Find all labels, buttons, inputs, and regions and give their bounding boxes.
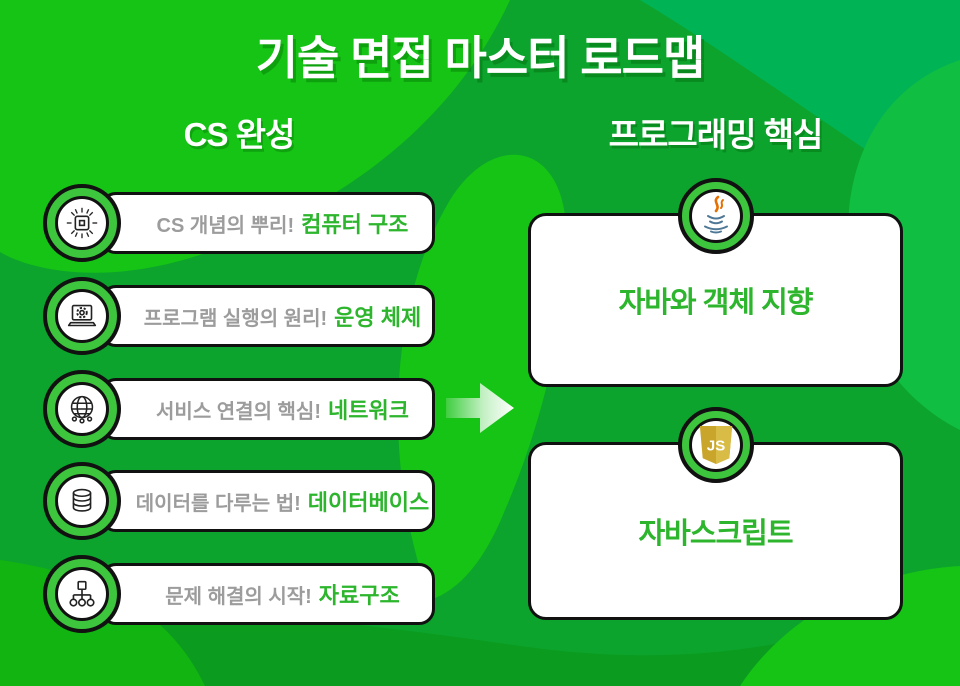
roadmap-pill: 문제 해결의 시작! 자료구조: [100, 563, 435, 625]
pill-highlight-text: 운영 체제: [334, 305, 422, 330]
pill-prefix-text: 문제 해결의 시작!: [165, 585, 312, 608]
item-icon-ring: [43, 277, 121, 355]
pill-prefix-text: 프로그램 실행의 원리!: [143, 307, 328, 330]
item-icon-ring: [43, 555, 121, 633]
javascript-badge-ring: JS: [677, 407, 754, 483]
card-label: 자바와 객체 지향: [618, 287, 814, 319]
tree-structure-icon: [55, 567, 109, 621]
roadmap-item-operating-system: 프로그램 실행의 원리! 운영 체제: [43, 277, 435, 355]
left-column-header: CS 완성: [183, 116, 296, 153]
pill-highlight-text: 네트워크: [328, 398, 409, 423]
svg-text:JS: JS: [706, 438, 725, 455]
item-icon-ring: [43, 184, 121, 262]
roadmap-item-network: 서비스 연결의 핵심! 네트워크: [43, 370, 435, 448]
right-column-header: 프로그래밍 핵심: [608, 116, 824, 153]
page-title: 기술 면접 마스터 로드맵: [255, 32, 706, 84]
item-icon-ring: [43, 462, 121, 540]
roadmap-pill: 데이터를 다루는 법! 데이터베이스: [100, 470, 435, 532]
program-card-javascript: JS 자바스크립트: [528, 407, 903, 620]
roadmap-pill: CS 개념의 뿌리! 컴퓨터 구조: [100, 192, 435, 254]
flow-arrow-icon: [446, 383, 514, 433]
roadmap-item-computer-architecture: CS 개념의 뿌리! 컴퓨터 구조: [43, 184, 435, 262]
pill-prefix-text: 데이터를 다루는 법!: [135, 492, 301, 515]
database-icon: [55, 474, 109, 528]
card-label: 자바스크립트: [638, 518, 793, 550]
program-card-java: 자바와 객체 지향: [528, 178, 903, 387]
pill-highlight-text: 컴퓨터 구조: [301, 212, 409, 237]
pill-highlight-text: 데이터베이스: [307, 490, 430, 515]
roadmap-pill: 서비스 연결의 핵심! 네트워크: [100, 378, 435, 440]
roadmap-item-database: 데이터를 다루는 법! 데이터베이스: [43, 462, 435, 540]
laptop-gear-icon: [55, 289, 109, 343]
globe-network-icon: [55, 382, 109, 436]
roadmap-pill: 프로그램 실행의 원리! 운영 체제: [100, 285, 435, 347]
roadmap-item-data-structure: 문제 해결의 시작! 자료구조: [43, 555, 435, 633]
java-logo-icon: [688, 189, 743, 243]
javascript-logo-icon: JS: [688, 418, 743, 472]
java-badge-ring: [677, 178, 754, 254]
item-icon-ring: [43, 370, 121, 448]
pill-prefix-text: CS 개념의 뿌리!: [156, 214, 295, 237]
cpu-chip-icon: [55, 196, 109, 250]
pill-highlight-text: 자료구조: [318, 583, 400, 608]
pill-prefix-text: 서비스 연결의 핵심!: [156, 400, 321, 423]
